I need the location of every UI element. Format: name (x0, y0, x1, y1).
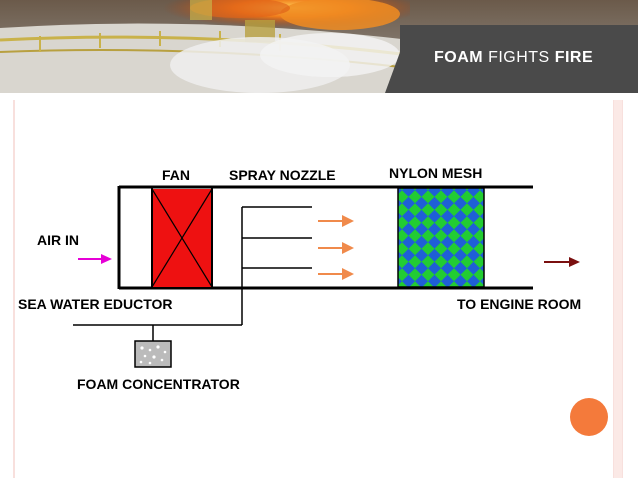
banner-title: FOAM FIGHTS FIRE (434, 49, 593, 67)
exit-arrow (544, 257, 580, 267)
label-fan: FAN (162, 167, 190, 183)
banner-title-word-1: FOAM (434, 49, 484, 66)
fan-icon (151, 188, 213, 288)
slide-border-band (614, 100, 622, 478)
foam-concentrator-box (134, 340, 172, 368)
label-to-engine-room: TO ENGINE ROOM (457, 296, 581, 312)
fire-banner-image (0, 0, 638, 93)
accent-circle (570, 398, 608, 436)
label-spray-nozzle: SPRAY NOZZLE (229, 167, 336, 183)
label-foam-concentrator: FOAM CONCENTRATOR (77, 376, 240, 392)
label-sea-water-eductor: SEA WATER EDUCTOR (18, 296, 173, 312)
banner-title-word-2: FIGHTS (488, 49, 550, 66)
label-nylon-mesh: NYLON MESH (389, 165, 482, 181)
label-air-in: AIR IN (37, 232, 79, 248)
nylon-mesh (397, 187, 485, 288)
spray-arrows (318, 215, 354, 280)
header-banner: FOAM FIGHTS FIRE (0, 0, 638, 93)
banner-title-word-3: FIRE (554, 49, 594, 66)
spray-nozzle-manifold (73, 206, 312, 341)
air-in-arrow (78, 254, 112, 264)
